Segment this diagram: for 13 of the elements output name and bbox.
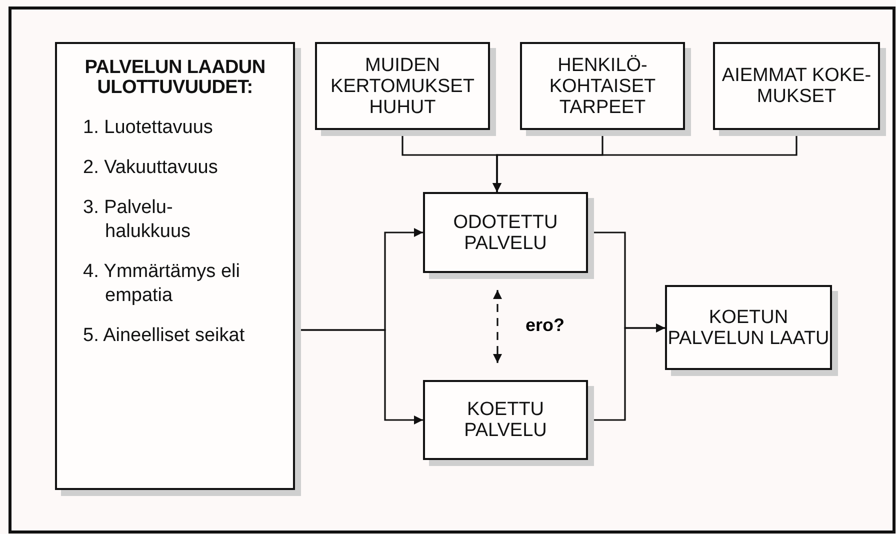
list-item: 5. Aineelliset seikat <box>83 324 246 348</box>
dashed-double-arrow <box>493 290 502 363</box>
list-item: 4. Ymmärtämys eli empatia <box>83 260 241 308</box>
list-heading: PALVELUN LAADUN ULOTTUVUUDET: <box>84 58 266 98</box>
list-item: 1. Luotettavuus <box>83 116 214 140</box>
box-label: ODOTETTU PALVELU <box>452 212 559 254</box>
box-label: KOETTU PALVELU <box>463 399 548 441</box>
box-label: HENKILÖ- KOHTAISET TARPEET <box>548 54 657 118</box>
box-label: KOETUN PALVELUN LAATU <box>667 306 830 348</box>
box-label: AIEMMAT KOKE- MUKSET <box>720 65 872 107</box>
list-item: 3. Palvelu- halukkuus <box>83 196 192 244</box>
list-item: 2. Vakuuttavuus <box>83 156 219 180</box>
box-label: MUIDEN KERTOMUKSET HUHUT <box>330 54 476 118</box>
